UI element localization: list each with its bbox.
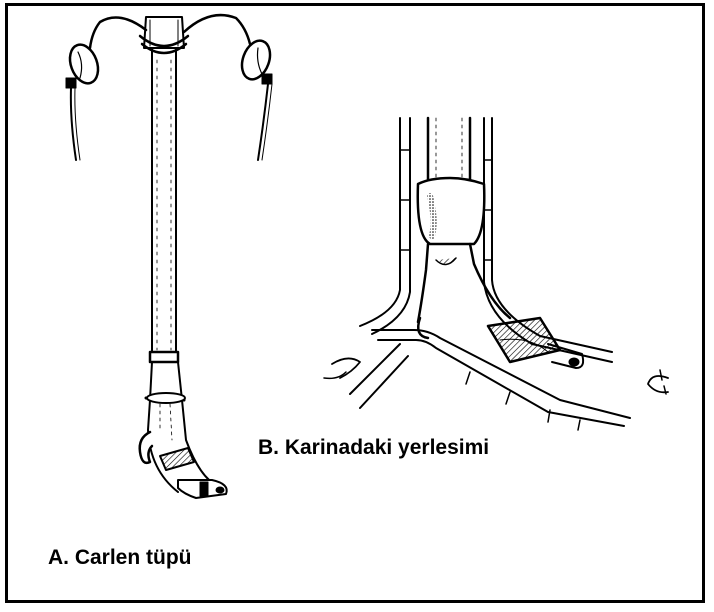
carlen-tube-drawing <box>65 15 275 498</box>
caption-carina-placement: B. Karinadaki yerlesimi <box>258 436 489 460</box>
carina-placement-drawing <box>324 118 668 430</box>
caption-carlen-tube: A. Carlen tüpü <box>48 546 192 570</box>
